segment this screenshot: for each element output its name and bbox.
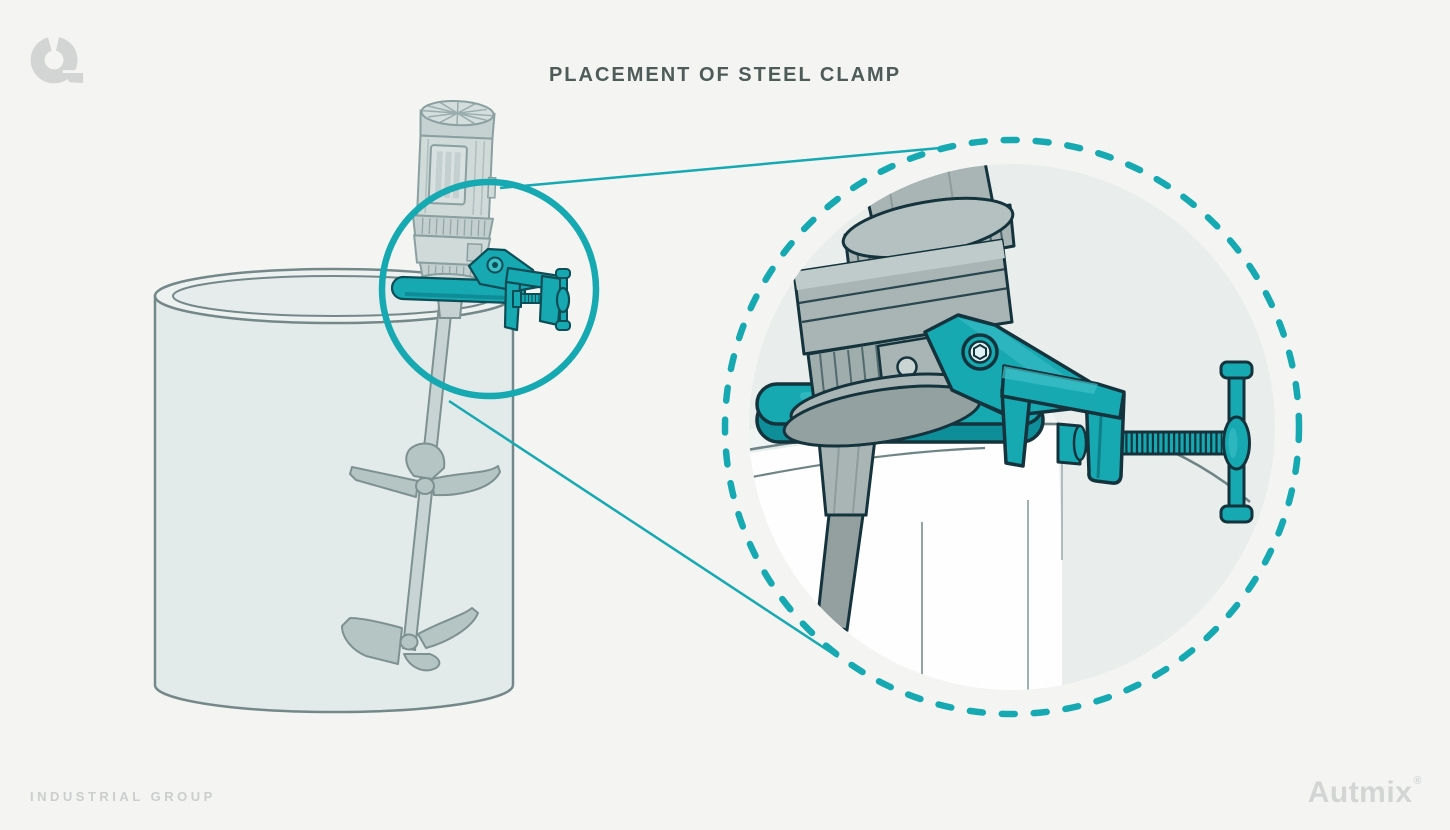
page-title: PLACEMENT OF STEEL CLAMP bbox=[548, 64, 902, 86]
screw-pad bbox=[512, 290, 522, 308]
callout-line-top bbox=[499, 145, 952, 190]
lower-impeller bbox=[341, 607, 479, 672]
threaded-screw-rod bbox=[1116, 432, 1226, 454]
t-handle-knob-top bbox=[555, 268, 571, 279]
t-handle-knob-top bbox=[1219, 360, 1254, 380]
brand-name: Autmix bbox=[1307, 776, 1413, 809]
steel-clamp bbox=[390, 247, 571, 332]
autmix-logo-icon bbox=[30, 37, 85, 84]
upper-impeller bbox=[349, 442, 501, 498]
t-handle-hub bbox=[555, 286, 571, 314]
t-handle-knob-bottom bbox=[555, 320, 571, 331]
dashed-magnifier-circle bbox=[721, 136, 1303, 718]
detail-view bbox=[721, 136, 1303, 718]
detail-c-clamp bbox=[1000, 360, 1254, 524]
registered-mark: ® bbox=[1413, 775, 1422, 787]
autmix-wordmark: Autmix® bbox=[1308, 775, 1422, 810]
t-handle-knob-bottom bbox=[1219, 504, 1254, 524]
callout-line-bottom bbox=[448, 399, 839, 659]
mixing-tank bbox=[153, 267, 515, 714]
screw-washer bbox=[1072, 424, 1088, 462]
highlight-circle bbox=[378, 178, 600, 400]
industrial-group-label: INDUSTRIAL GROUP bbox=[30, 789, 216, 804]
detail-motor-base bbox=[782, 164, 1016, 448]
overview-illustration bbox=[153, 100, 600, 714]
